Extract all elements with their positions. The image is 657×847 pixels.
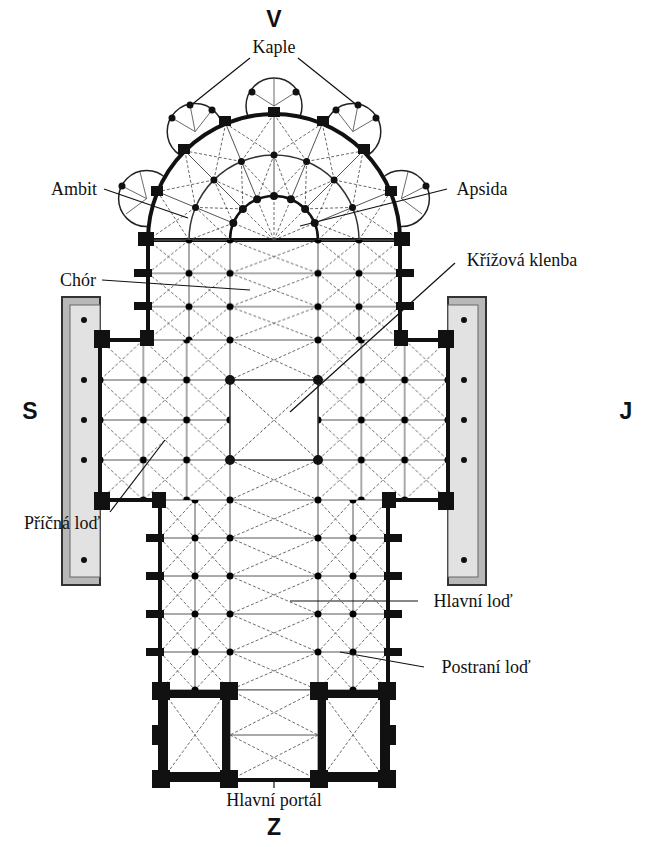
part-label: Postraní loď xyxy=(441,656,530,678)
part-label: Ambit xyxy=(51,178,97,200)
compass-letter: J xyxy=(620,398,633,424)
part-label: Kaple xyxy=(253,36,296,58)
part-label: Křížová klenba xyxy=(467,249,577,271)
part-label: Chór xyxy=(60,269,96,291)
compass-letter: V xyxy=(266,6,281,32)
compass-letter: Z xyxy=(267,814,281,840)
part-label: Příčná loď xyxy=(24,512,100,534)
compass-letter: S xyxy=(22,398,37,424)
part-label: Hlavní loď xyxy=(433,590,512,612)
part-label: Apsida xyxy=(457,178,508,200)
part-label: Hlavní portál xyxy=(226,789,321,811)
